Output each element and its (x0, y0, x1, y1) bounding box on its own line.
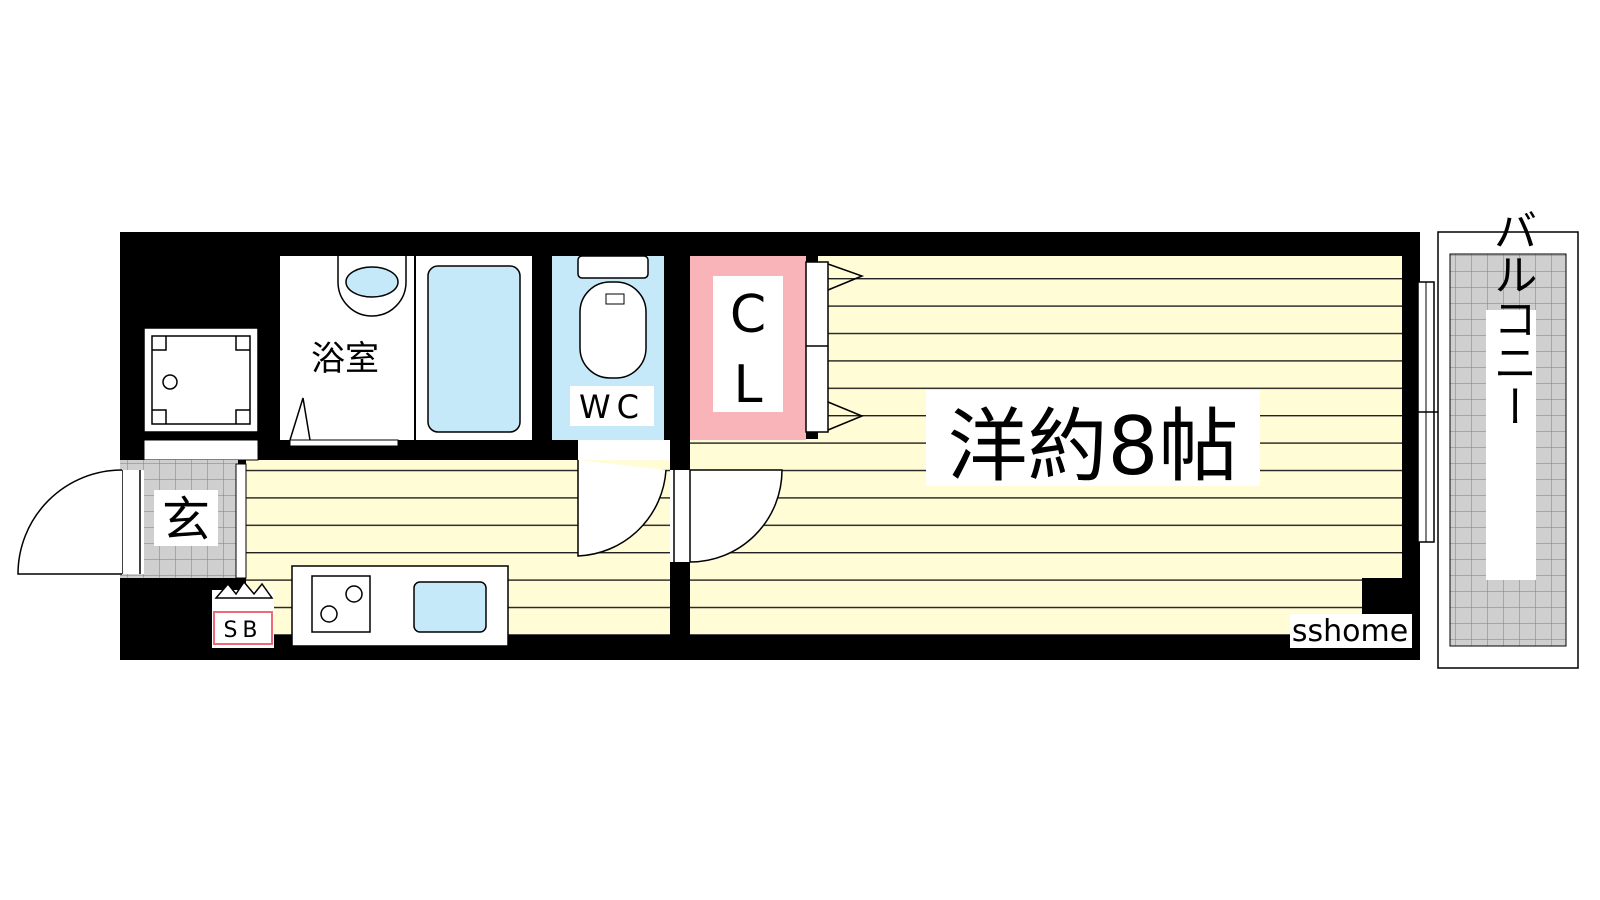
toilet-seat-line (605, 293, 625, 305)
entrance-step (235, 463, 247, 579)
bathtub-icon (427, 265, 521, 433)
closet-label-c: C (730, 285, 766, 345)
washbasin-icon (345, 266, 399, 298)
partition-door-gap (670, 470, 690, 562)
shoe-box-shelf-icon (214, 580, 274, 599)
bathroom-divider (414, 256, 416, 440)
sink-icon (413, 581, 487, 633)
closet-label-bg (713, 276, 783, 412)
washbasin-frame-icon (337, 256, 407, 317)
balcony-label: バルコニー (1486, 208, 1537, 428)
toilet-bowl-icon (579, 281, 647, 379)
closet-door-upper-icon (827, 263, 865, 291)
bathroom-door-sill (289, 439, 399, 447)
entrance-door-swing-icon (17, 469, 123, 575)
burner-left-icon (320, 605, 338, 623)
closet-door-track (805, 261, 829, 433)
toilet-label-bg (570, 386, 654, 426)
watermark-bg (1290, 614, 1412, 648)
toilet-label: WC (579, 388, 645, 426)
washer-corners (152, 336, 250, 424)
closet-door-lower-icon (827, 401, 864, 431)
main-room-label-bg (926, 390, 1260, 486)
entrance-label-bg (154, 490, 218, 546)
bath-label: 浴室 (311, 339, 379, 379)
main-room-label: 洋約8帖 (948, 400, 1239, 493)
toilet-door-swing-icon (577, 460, 667, 557)
washer-drain-icon (162, 374, 178, 390)
bathroom-folding-door-icon (289, 397, 311, 441)
laundry-sill (143, 439, 259, 461)
corridor-door-gap (578, 440, 670, 460)
entrance-label: 玄 (162, 492, 210, 548)
shoe-box-label-box (213, 611, 273, 645)
balcony-label-bg (1486, 310, 1536, 580)
shoe-box-label: SB (223, 618, 262, 643)
stove-panel (311, 575, 371, 633)
main-room-door-swing-icon (689, 469, 783, 563)
toilet-tank-icon (577, 255, 649, 279)
closet-label-l: L (734, 355, 763, 415)
watermark: sshome (1292, 614, 1408, 649)
burner-right-icon (345, 585, 363, 603)
